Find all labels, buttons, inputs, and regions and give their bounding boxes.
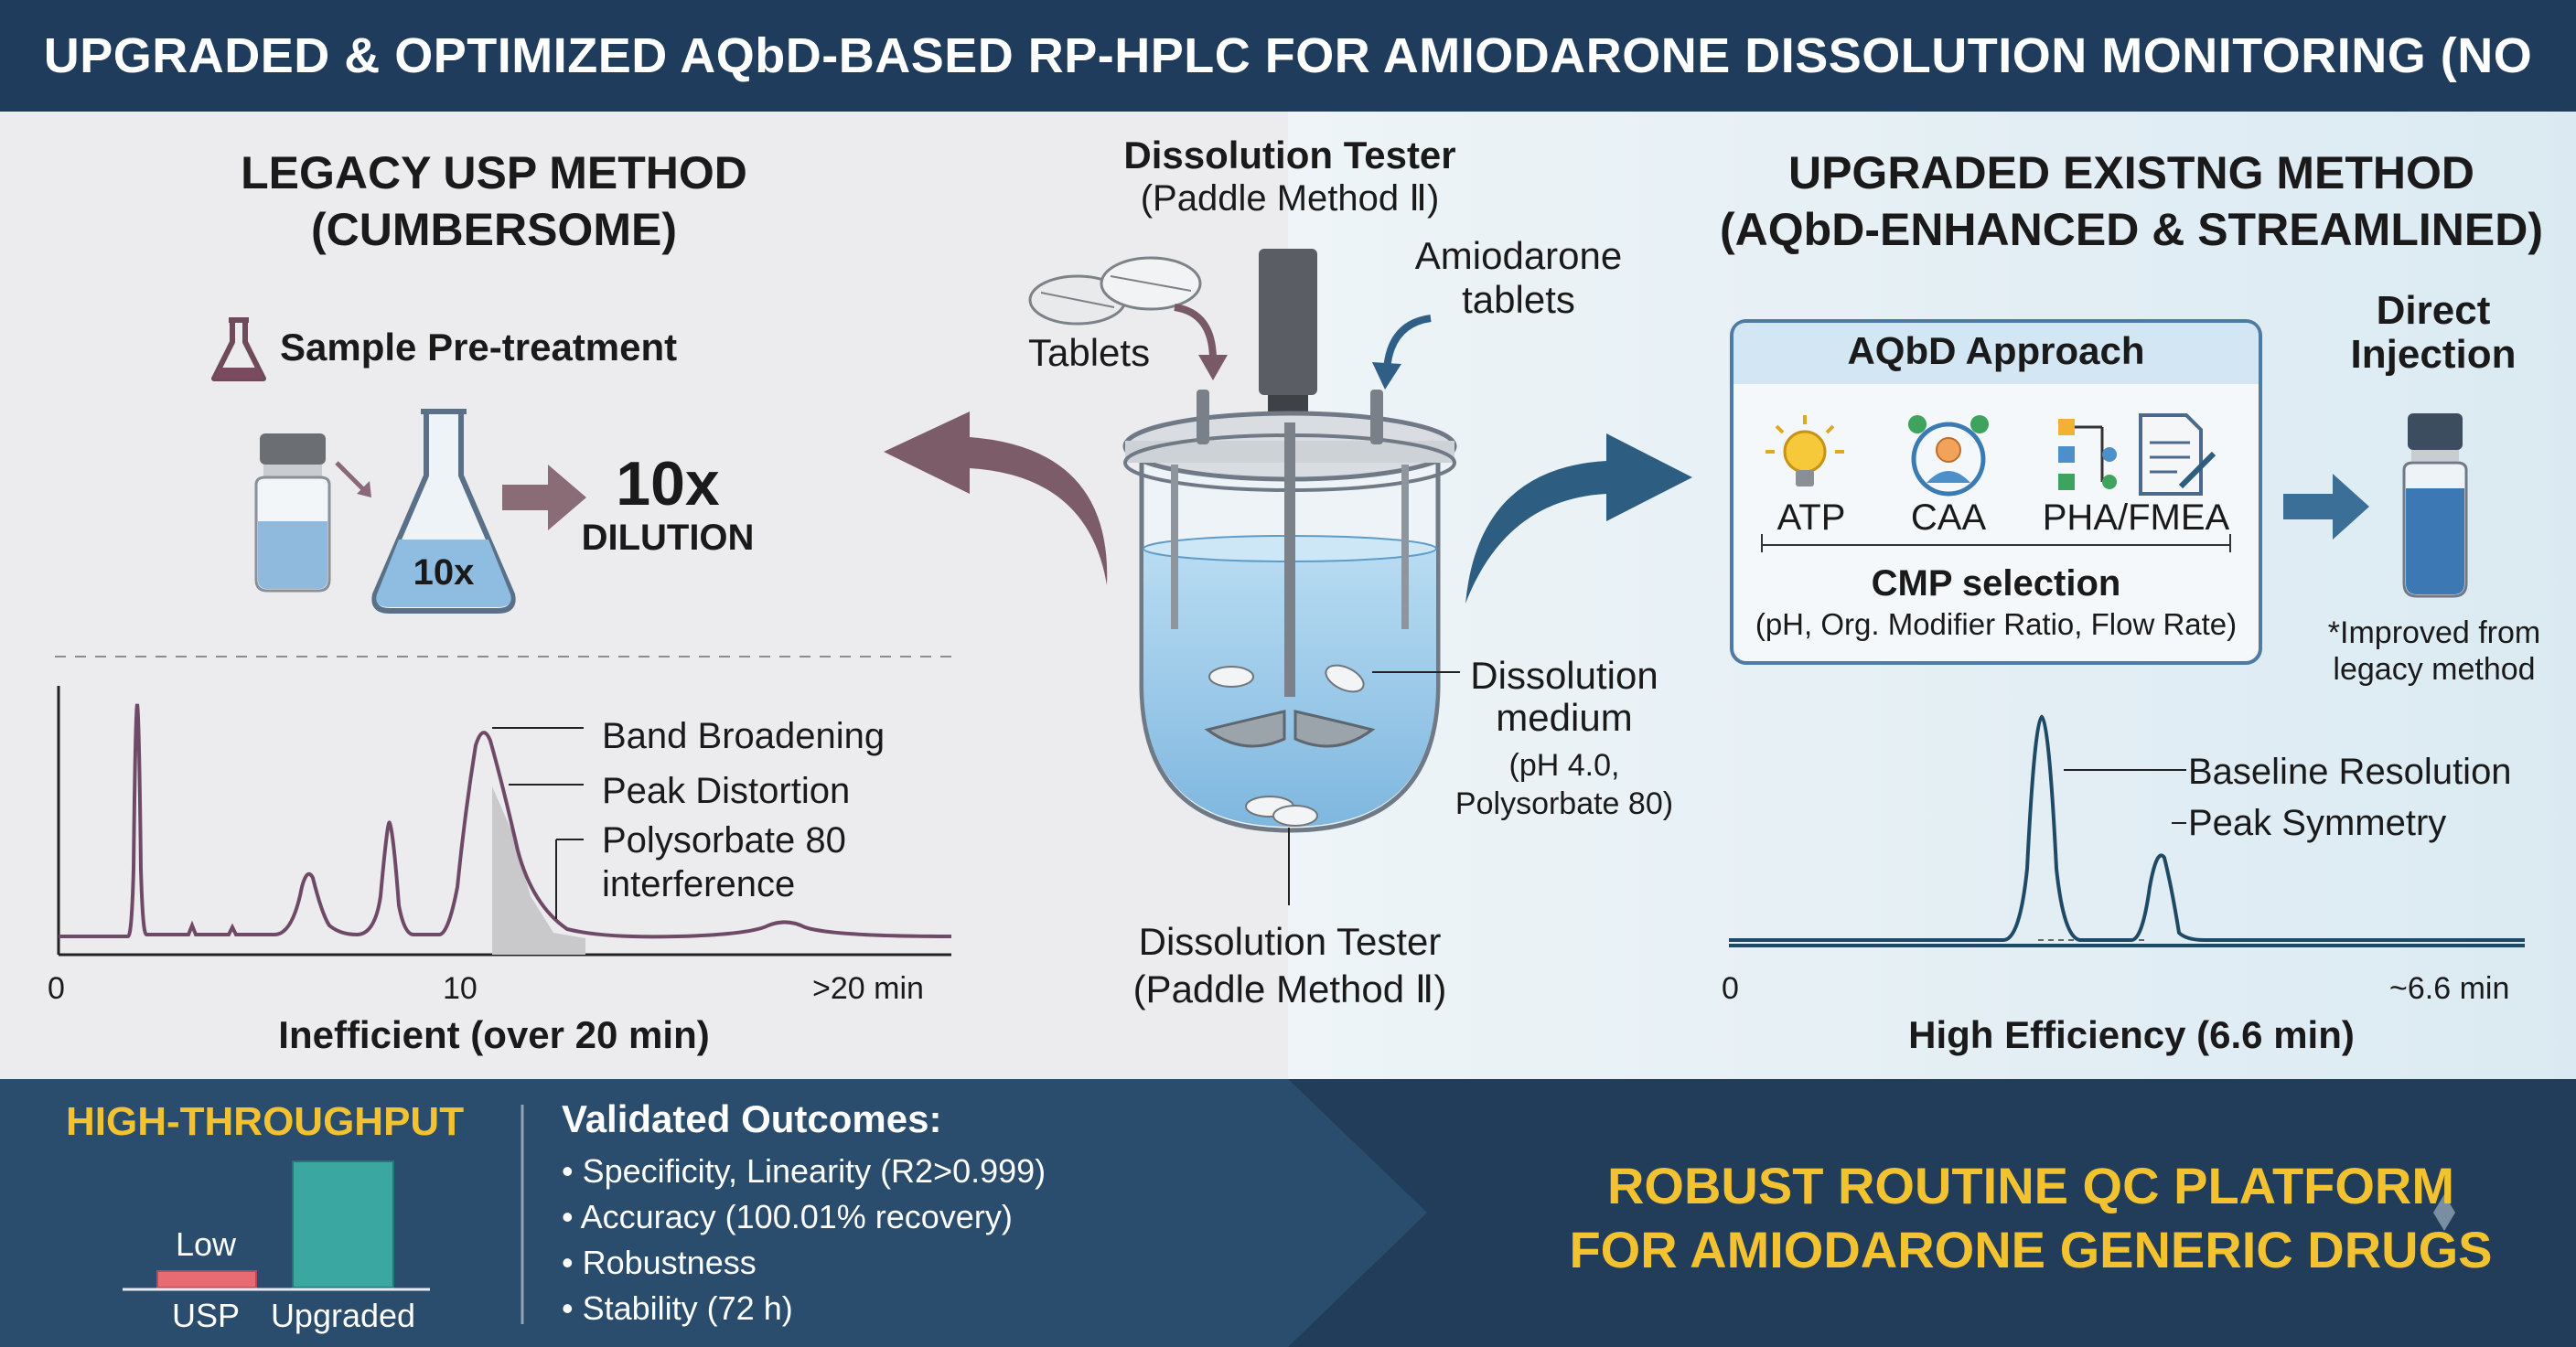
tablets-icon [1028, 256, 1202, 326]
aqbd-item-atp: ATP [1776, 497, 1846, 538]
direct-line1: Direct [2376, 288, 2491, 333]
direct-line2: Injection [2350, 332, 2517, 377]
annotation-band-broadening: Band Broadening [602, 716, 886, 756]
divider-line [55, 656, 951, 657]
center-bottom-label: Dissolution Tester (Paddle Method Ⅱ) [1061, 918, 1519, 1013]
tablets-label: Tablets [1028, 331, 1151, 374]
bottom-divider [521, 1105, 524, 1324]
upgraded-caption: High Efficiency (6.6 min) [1908, 1013, 2355, 1056]
outcome-item: • Stability (72 h) [562, 1289, 793, 1327]
legacy-x-tick-20: >20 min [812, 971, 924, 1006]
outcome-item: • Specificity, Linearity (R2>0.999) [562, 1152, 1046, 1190]
right-curved-arrow-icon [1465, 433, 1692, 604]
medium-conditions: (pH 4.0, Polysorbate 80) [1436, 746, 1692, 823]
flask-label: 10x [413, 552, 475, 593]
small-arrow-icon [335, 461, 371, 497]
legacy-x-tick-0: 0 [48, 971, 65, 1006]
legacy-annotations: Band Broadening Peak Distortion [602, 709, 885, 818]
tablets-arrow-icon [1174, 304, 1228, 380]
legacy-title-line1: LEGACY USP METHOD [241, 147, 747, 198]
outcomes-title: Validated Outcomes: [562, 1097, 942, 1140]
center-bottom-subtitle: (Paddle Method Ⅱ) [1132, 967, 1447, 1010]
background-panels [0, 112, 2576, 1079]
amiodarone-arrow-icon [1372, 315, 1432, 390]
legacy-caption: Inefficient (over 20 min) [278, 1013, 710, 1056]
bar-low-label: Low [175, 1225, 237, 1263]
bar-category-usp: USP [171, 1297, 241, 1334]
bar-upgraded [292, 1160, 394, 1288]
upgraded-x-tick-0: 0 [1722, 971, 1739, 1006]
medium-line2: medium [1496, 696, 1633, 739]
legacy-title: LEGACY USP METHOD (CUMBERSOME) [119, 144, 869, 258]
medium-label: Dissolution medium [1454, 655, 1674, 739]
left-curved-arrow-icon [884, 412, 1108, 585]
direct-injection-label: Direct Injection [2342, 289, 2525, 377]
pretreatment-label: Sample Pre-treatment [280, 326, 678, 369]
conclusion: ROBUST ROUTINE QC PLATFORM FOR AMIODARON… [1482, 1154, 2576, 1282]
conclusion-line2: FOR AMIODARONE GENERIC DRUGS [1569, 1221, 2493, 1278]
injection-arrow-icon [2283, 474, 2369, 540]
dilution-value: 10x [616, 449, 720, 518]
bar-usp [156, 1270, 257, 1288]
legacy-trace [59, 703, 952, 939]
interference-region [492, 786, 585, 955]
improved-note: *Improved from legacy method [2320, 615, 2549, 688]
upgraded-trace [1729, 714, 2525, 942]
aqbd-approach-title: AQbD Approach [1847, 329, 2145, 372]
dilution-arrow-icon [502, 465, 586, 530]
annotation-polysorbate: Polysorbate 80 [602, 820, 846, 861]
medium-leader-line [1372, 671, 1460, 673]
upgraded-chromatogram [1729, 714, 2525, 947]
medium-line1: Dissolution [1470, 654, 1658, 697]
dissolution-vessel [1122, 249, 1457, 833]
vial-icon [254, 433, 331, 593]
improved-line2: legacy method [2333, 652, 2536, 687]
upgraded-x-tick-end: ~6.6 min [2389, 971, 2510, 1006]
lightbulb-icon [1766, 415, 1844, 486]
legacy-annotations-interference: Polysorbate 80 interference [602, 818, 846, 906]
outcome-item: • Accuracy (100.01% recovery) [562, 1198, 1013, 1235]
amiodarone-line1: Amiodarone [1414, 234, 1623, 277]
center-top-title: Dissolution Tester [1123, 134, 1456, 176]
upgraded-title-line2: (AQbD-ENHANCED & STREAMLINED) [1720, 204, 2543, 255]
analyst-icon [1908, 415, 1989, 497]
header-bar [0, 0, 2576, 112]
outcome-item: • Robustness [562, 1244, 757, 1281]
throughput-bar-chart [123, 1160, 430, 1291]
annotation-peak-distortion: Peak Distortion [602, 771, 851, 811]
upgraded-title-line1: UPGRADED EXISTNG METHOD [1787, 147, 2475, 198]
medium-line4: Polysorbate 80) [1454, 786, 1674, 821]
conclusion-line1: ROBUST ROUTINE QC PLATFORM [1606, 1157, 2455, 1214]
amiodarone-line2: tablets [1462, 278, 1575, 321]
improved-line1: *Improved from [2327, 615, 2541, 650]
legacy-chromatogram [57, 686, 952, 957]
annotation-interference: interference [602, 864, 796, 904]
flask-small-icon [211, 317, 266, 381]
flowchart-document-icon [2058, 413, 2216, 496]
upgraded-title: UPGRADED EXISTNG METHOD (AQbD-ENHANCED &… [1665, 144, 2576, 258]
legacy-title-line2: (CUMBERSOME) [311, 204, 677, 255]
aqbd-item-caa: CAA [1910, 497, 1987, 538]
aqbd-item-pha-fmea: PHA/FMEA [2042, 497, 2230, 538]
tester-leader-line [1288, 828, 1290, 905]
cmp-title: CMP selection [1871, 563, 2121, 604]
upgraded-vial-icon [2402, 413, 2468, 598]
center-bottom-title: Dissolution Tester [1138, 920, 1442, 963]
outcomes-list: • Specificity, Linearity (R2>0.999) • Ac… [562, 1149, 1046, 1331]
page-title: UPGRADED & OPTIMIZED AQbD-BASED RP-HPLC … [43, 28, 2533, 195]
legacy-x-tick-10: 10 [443, 971, 478, 1006]
throughput-title: HIGH-THROUGHPUT [66, 1099, 465, 1144]
aqbd-approach-box [1730, 319, 2262, 665]
erlenmeyer-flask-icon [371, 409, 516, 614]
annotation-baseline-resolution: Baseline Resolution [2188, 752, 2512, 792]
annotation-peak-symmetry: Peak Symmetry [2188, 803, 2447, 843]
upgraded-annotations: Baseline Resolution Peak Symmetry [2188, 746, 2512, 849]
cmp-detail: (pH, Org. Modifier Ratio, Flow Rate) [1755, 607, 2238, 641]
bar-category-upgraded: Upgraded [270, 1297, 416, 1334]
medium-line3: (pH 4.0, [1508, 748, 1620, 783]
center-top-subtitle: (Paddle Method Ⅱ) [1140, 178, 1440, 219]
dilution-label: DILUTION [581, 518, 755, 558]
amiodarone-label: Amiodarone tablets [1372, 234, 1665, 322]
